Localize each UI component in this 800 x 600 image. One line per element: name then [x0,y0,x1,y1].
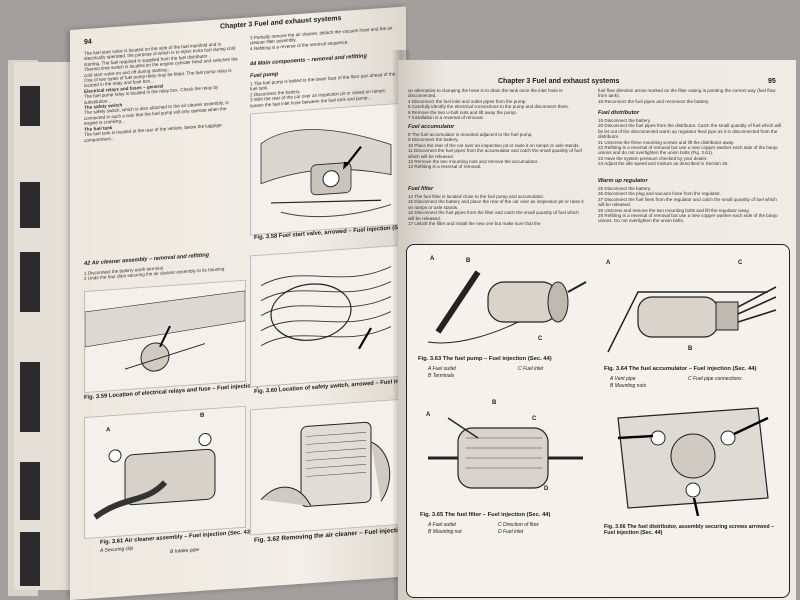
step: 14 The fuel filter is located close to t… [408,194,545,199]
hands-removing-air-cleaner-drawing [251,399,401,535]
step: 7 Installation is a reversal of removal. [408,115,484,121]
figure-3-66-caption: Fig. 3.66 The fuel distributor, assembly… [604,524,775,536]
left-col1-text: The fuel start valve is located on the s… [84,40,239,143]
ignition-leads-drawing [251,245,401,387]
step: 27 Disconnect the fuel lines from the re… [598,196,777,208]
step: 23 Have the system pressure checked by y… [598,155,708,161]
air-cleaner-drawing [85,406,245,538]
figure-letter-a: A [430,256,435,262]
step: 5 Carefully identify the electrical conn… [408,104,570,110]
right-col2-text: fuel flow direction arrow marked on the … [598,88,784,104]
step: 6 Remove the two U-bolt nuts and lift aw… [408,109,518,115]
figure-letter-c: C [532,416,537,422]
figure-legend-item: B Terminals [428,373,455,379]
figure-letter-a: A [606,260,611,266]
figure-legend-item: B Mounting nut [428,529,462,535]
engine-drawing [251,103,401,235]
step: 4 Disconnect the fuel inlet and outlet p… [408,98,527,104]
figure-3-64-caption: Fig. 3.64 The fuel accumulator – Fuel in… [604,366,757,372]
fuel-accumulator-heading: Fuel accumulator [408,124,455,130]
page-header: Chapter 3 Fuel and exhaust systems [498,78,620,85]
fuel-accumulator-drawing [607,286,777,353]
step: 28 Unscrew and remove the two mounting b… [598,207,750,213]
fuel-filter-heading: Fuel filter [408,186,434,192]
fuel-distributor-drawing [617,407,769,516]
figure-3-61-image [84,405,246,540]
figure-3-60-image [250,244,402,388]
figure-3-64-image [598,252,778,362]
step: 22 Refitting is a reversal of removal bu… [598,145,778,156]
figure-letter-d: D [544,486,549,492]
figure-3-65-image [418,398,588,520]
step: 12 Remove the two mounting nuts and remo… [408,159,539,165]
step: 17 Unbolt the filter and install the new… [408,221,541,227]
figure-3-66-image [598,398,778,516]
figure-3-58-image [250,102,402,236]
page-number: 95 [768,78,776,85]
step: 29 Refitting is a reversal of removal bu… [598,213,778,224]
figure-legend-item: B Intake pipe [170,546,200,556]
step: 26 Disconnect the plug and vacuum hose f… [598,191,721,197]
warm-up-regulator-heading: Warm up regulator [598,178,648,184]
stacked-page-edges [14,62,75,590]
figure-letter-b: B [492,400,497,406]
figure-letter-a: A [106,427,111,434]
figure-3-62-image [250,398,402,536]
step: 13 Refitting is a reversal of removal. [408,164,482,170]
fuel-pump-drawing [427,270,587,344]
fuel-pump-heading: Fuel pump [250,71,279,80]
fuel-distributor-steps: 19 Disconnect the battery. 20 Disconnect… [598,118,784,167]
figure-legend-item: A Vent pipe [610,376,636,382]
page-number: 94 [84,38,92,47]
fuel-distributor-heading: Fuel distributor [598,110,640,116]
step: 9 Disconnect the battery. [408,137,459,143]
figure-letter-a: A [426,412,431,418]
figure-legend-item: A Fuel outlet [428,366,456,372]
figure-legend-item: C Fuel pipe connections [688,376,742,382]
relay-drawing [85,280,245,392]
fuel-filter-drawing [428,417,583,489]
step: 15 Disconnect the battery and place the … [408,199,584,210]
paragraph: fuel flow direction arrow marked on the … [598,88,776,99]
figure-letter-c: C [738,260,743,266]
figure-legend-item: C Direction of flow [498,522,539,528]
step: 18 Reconnect the fuel pipes and reconnec… [598,98,710,104]
page-header: Chapter 3 Fuel and exhaust systems [220,15,342,31]
figure-legend-item: A Fuel outlet [428,522,456,528]
step: 25 Disconnect the battery. [598,186,652,191]
left-col2-text: 3 Partially remove the air cleaner, deta… [250,25,400,52]
figure-legend-item: A Securing clip [100,545,134,554]
figure-legend-item: B Mounting nuts [610,383,647,389]
paragraph: an alternative to clamping the hose is t… [408,88,563,99]
figure-letter-b: B [466,258,471,264]
figure-letter-c: C [538,336,543,342]
figure-legend-item: D Fuel inlet [498,529,524,535]
figure-legend-item: C Fuel inlet [518,366,544,372]
fuel-filter-steps: 14 The fuel filter is located close to t… [408,194,586,226]
step: 20 Disconnect the fuel pipes from the di… [598,123,782,140]
figure-letter-b: B [200,412,205,419]
right-col1-text: an alternative to clamping the hose is t… [408,88,586,120]
figure-letter-b: B [688,346,693,352]
left-page: 94 Chapter 3 Fuel and exhaust systems Th… [70,6,406,600]
fuel-accumulator-steps: 8 The fuel accumulator is mounted adjace… [408,132,586,170]
step: 24 Adjust the idle speed and mixture as … [598,161,729,167]
step: 11 Disconnect the fuel pipes from the ac… [408,148,582,159]
step: 21 Unscrew the three mounting screws and… [598,139,735,145]
figure-3-65-caption: Fig. 3.65 The fuel filter – Fuel injecti… [420,512,551,518]
step: 19 Disconnect the battery. [598,118,652,123]
figure-3-63-image [418,252,588,352]
step: 8 The fuel accumulator is mounted adjace… [408,132,533,137]
figure-3-63-caption: Fig. 3.63 The fuel pump – Fuel injection… [418,356,552,362]
step: 10 Place the rear of the car over an ins… [408,142,580,148]
right-page: Chapter 3 Fuel and exhaust systems 95 an… [398,60,796,600]
figure-3-59-image [84,279,246,394]
section-44-heading: 44 Main components – removal and refitti… [250,53,367,68]
step: 16 Disconnect the fuel pipes from the fi… [408,210,579,221]
warm-up-regulator-steps: 25 Disconnect the battery. 26 Disconnect… [598,186,784,224]
